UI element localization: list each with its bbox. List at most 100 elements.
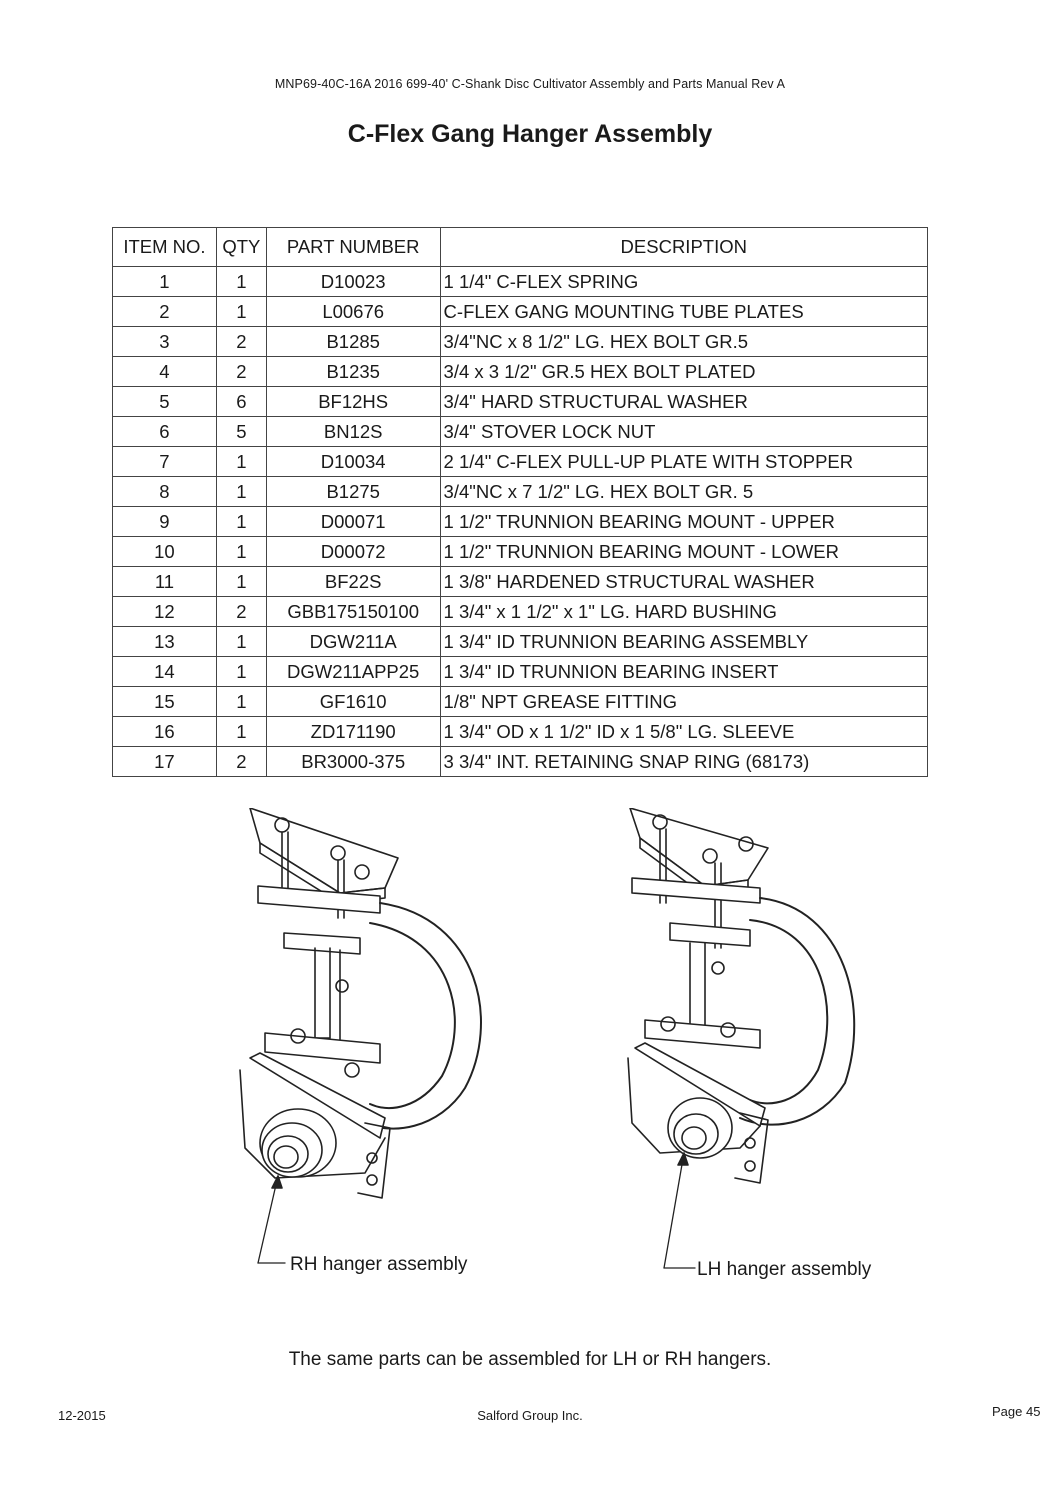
lh-hanger-drawing bbox=[627, 807, 856, 1269]
cell-part-number: BR3000-375 bbox=[265, 746, 441, 777]
cell-part-number: D00072 bbox=[265, 536, 441, 567]
footer-date: 12-2015 bbox=[58, 1408, 106, 1423]
cell-item-no: 5 bbox=[112, 386, 217, 417]
cell-part-number: BF22S bbox=[265, 566, 441, 597]
cell-part-number: B1275 bbox=[265, 476, 441, 507]
cell-description: 1 3/8" HARDENED STRUCTURAL WASHER bbox=[439, 566, 929, 597]
cell-qty: 1 bbox=[215, 626, 267, 657]
column-header-part-number: PART NUMBER bbox=[265, 227, 441, 267]
cell-part-number: DGW211A bbox=[265, 626, 441, 657]
footer-company: Salford Group Inc. bbox=[477, 1408, 583, 1423]
cell-part-number: L00676 bbox=[265, 296, 441, 327]
cell-part-number: D10023 bbox=[265, 266, 441, 297]
footer-page-number: Page 45 bbox=[992, 1404, 1041, 1419]
cell-item-no: 17 bbox=[112, 746, 217, 777]
cell-description: 1/8" NPT GREASE FITTING bbox=[439, 686, 929, 717]
cell-description: 3 3/4" INT. RETAINING SNAP RING (68173) bbox=[439, 746, 929, 777]
cell-qty: 2 bbox=[215, 596, 267, 627]
cell-description: 1 3/4" ID TRUNNION BEARING ASSEMBLY bbox=[439, 626, 929, 657]
cell-qty: 1 bbox=[215, 296, 267, 327]
cell-part-number: DGW211APP25 bbox=[265, 656, 441, 687]
cell-qty: 5 bbox=[215, 416, 267, 447]
cell-description: 1 3/4" OD x 1 1/2" ID x 1 5/8" LG. SLEEV… bbox=[439, 716, 929, 747]
cell-item-no: 12 bbox=[112, 596, 217, 627]
cell-part-number: BF12HS bbox=[265, 386, 441, 417]
cell-description: 3/4"NC x 7 1/2" LG. HEX BOLT GR. 5 bbox=[439, 476, 929, 507]
cell-item-no: 10 bbox=[112, 536, 217, 567]
cell-part-number: GF1610 bbox=[265, 686, 441, 717]
cell-item-no: 6 bbox=[112, 416, 217, 447]
column-header-qty: QTY bbox=[215, 227, 267, 267]
rh-hanger-drawing bbox=[239, 807, 482, 1264]
cell-item-no: 3 bbox=[112, 326, 217, 357]
cell-description: 1 1/4" C-FLEX SPRING bbox=[439, 266, 929, 297]
hanger-assembly-figure: RH hanger assembly LH hanger assembly bbox=[220, 807, 900, 1288]
cell-qty: 1 bbox=[215, 476, 267, 507]
rh-hanger-label: RH hanger assembly bbox=[290, 1254, 468, 1275]
cell-description: 3/4 x 3 1/2" GR.5 HEX BOLT PLATED bbox=[439, 356, 929, 387]
column-header-description: DESCRIPTION bbox=[439, 227, 929, 267]
cell-description: 3/4"NC x 8 1/2" LG. HEX BOLT GR.5 bbox=[439, 326, 929, 357]
cell-part-number: D10034 bbox=[265, 446, 441, 477]
cell-part-number: D00071 bbox=[265, 506, 441, 537]
cell-description: 1 1/2" TRUNNION BEARING MOUNT - UPPER bbox=[439, 506, 929, 537]
hanger-assembly-drawing bbox=[239, 807, 856, 1269]
cell-item-no: 14 bbox=[112, 656, 217, 687]
cell-qty: 2 bbox=[215, 356, 267, 387]
cell-item-no: 11 bbox=[112, 566, 217, 597]
cell-qty: 1 bbox=[215, 506, 267, 537]
cell-item-no: 15 bbox=[112, 686, 217, 717]
column-header-item-no: ITEM NO. bbox=[112, 227, 217, 267]
cell-qty: 1 bbox=[215, 266, 267, 297]
cell-part-number: ZD171190 bbox=[265, 716, 441, 747]
lh-hanger-label: LH hanger assembly bbox=[697, 1259, 872, 1280]
cell-part-number: B1285 bbox=[265, 326, 441, 357]
cell-description: C-FLEX GANG MOUNTING TUBE PLATES bbox=[439, 296, 929, 327]
cell-description: 3/4" STOVER LOCK NUT bbox=[439, 416, 929, 447]
page-title: C-Flex Gang Hanger Assembly bbox=[347, 120, 713, 148]
cell-description: 3/4" HARD STRUCTURAL WASHER bbox=[439, 386, 929, 417]
cell-qty: 1 bbox=[215, 566, 267, 597]
cell-item-no: 2 bbox=[112, 296, 217, 327]
cell-qty: 2 bbox=[215, 746, 267, 777]
cell-description: 1 3/4" ID TRUNNION BEARING INSERT bbox=[439, 656, 929, 687]
assembly-note: The same parts can be assembled for LH o… bbox=[288, 1349, 772, 1370]
cell-qty: 2 bbox=[215, 326, 267, 357]
cell-item-no: 9 bbox=[112, 506, 217, 537]
document-header: MNP69-40C-16A 2016 699-40' C-Shank Disc … bbox=[274, 77, 786, 91]
cell-part-number: GBB175150100 bbox=[265, 596, 441, 627]
cell-item-no: 16 bbox=[112, 716, 217, 747]
cell-part-number: BN12S bbox=[265, 416, 441, 447]
cell-item-no: 4 bbox=[112, 356, 217, 387]
cell-item-no: 8 bbox=[112, 476, 217, 507]
cell-qty: 1 bbox=[215, 536, 267, 567]
cell-qty: 1 bbox=[215, 686, 267, 717]
cell-item-no: 13 bbox=[112, 626, 217, 657]
cell-description: 2 1/4" C-FLEX PULL-UP PLATE WITH STOPPER bbox=[439, 446, 929, 477]
cell-qty: 6 bbox=[215, 386, 267, 417]
cell-qty: 1 bbox=[215, 716, 267, 747]
cell-description: 1 1/2" TRUNNION BEARING MOUNT - LOWER bbox=[439, 536, 929, 567]
cell-part-number: B1235 bbox=[265, 356, 441, 387]
cell-qty: 1 bbox=[215, 446, 267, 477]
table-header-row: ITEM NO. QTY PART NUMBER DESCRIPTION bbox=[112, 227, 929, 267]
cell-item-no: 7 bbox=[112, 446, 217, 477]
